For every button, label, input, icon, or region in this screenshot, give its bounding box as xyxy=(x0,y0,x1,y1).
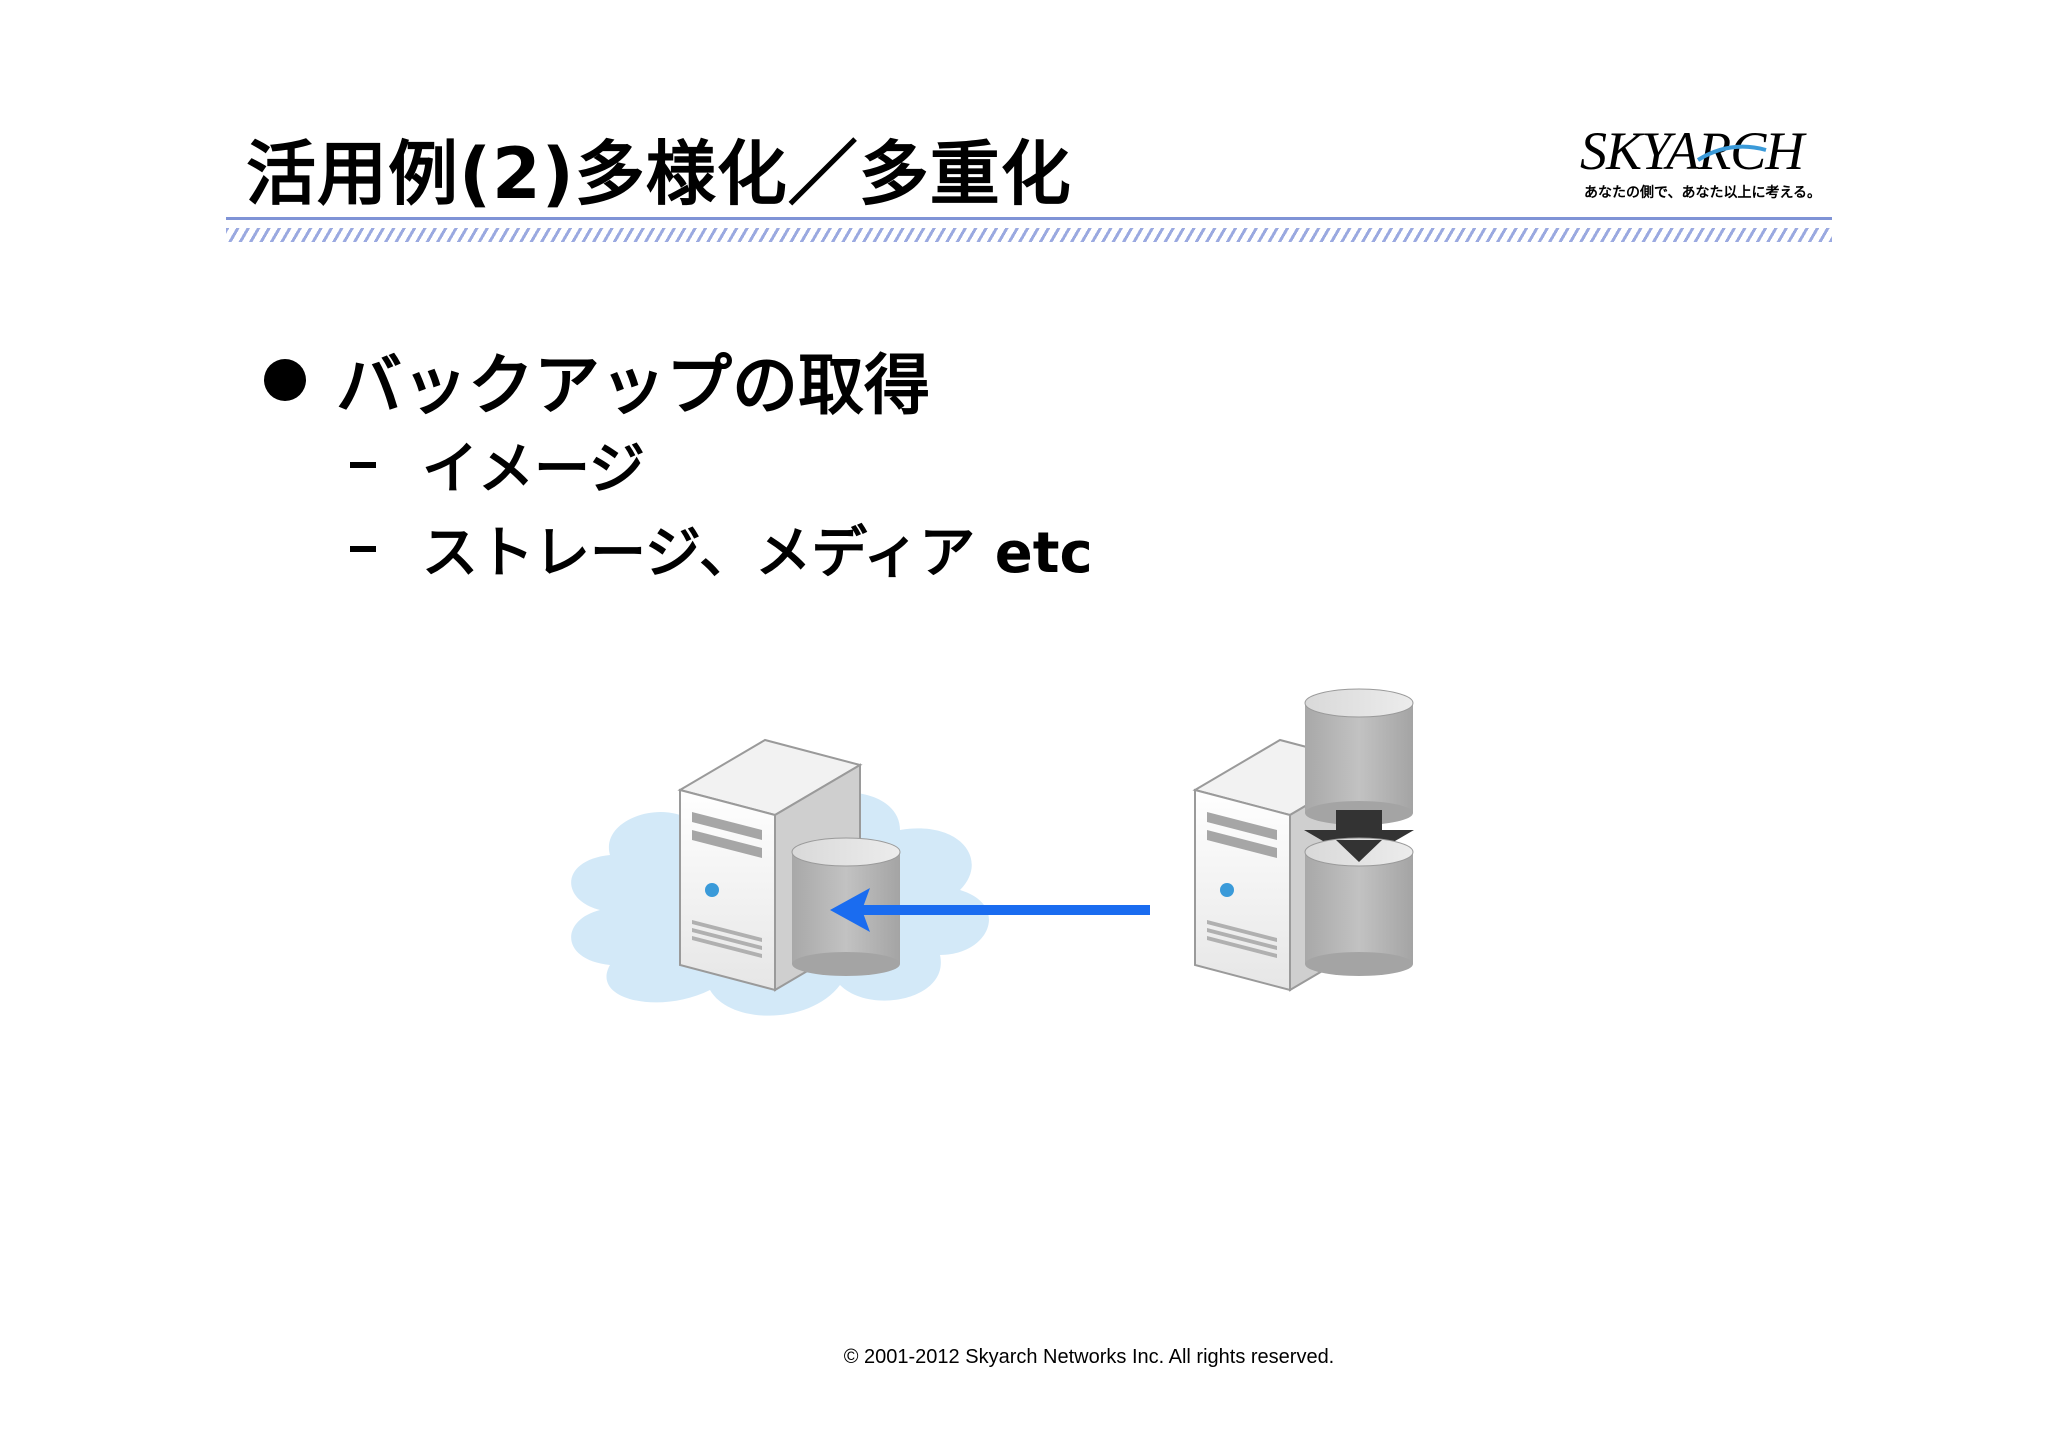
sub-item-text: ストレージ、メディア etc xyxy=(422,521,1093,586)
server-icon xyxy=(677,738,863,992)
dash-icon xyxy=(350,461,376,468)
bullet-text: バックアップの取得 xyxy=(336,347,930,424)
slide-title: 活用例(2)多様化／多重化 xyxy=(246,133,1072,215)
sub-item: イメージ xyxy=(350,424,645,505)
logo-wordmark: SKYARCH xyxy=(1580,121,1804,181)
database-icon xyxy=(1304,837,1414,976)
backup-diagram xyxy=(571,688,1414,1016)
dash-icon xyxy=(350,545,376,552)
arrow-left-icon xyxy=(830,888,1150,932)
database-icon xyxy=(1304,688,1414,825)
bullet-item: バックアップの取得 xyxy=(264,332,930,428)
sub-item-text: イメージ xyxy=(422,437,645,502)
copyright-footer: © 2001-2012 Skyarch Networks Inc. All ri… xyxy=(843,1346,1335,1368)
sub-item: ストレージ、メディア etc xyxy=(350,508,1093,589)
bullet-dot-icon xyxy=(264,359,306,401)
title-rule xyxy=(226,217,1832,220)
logo-tagline: あなたの側で、あなた以上に考える。 xyxy=(1584,185,1822,201)
hatched-divider xyxy=(226,228,1832,242)
skyarch-logo: SKYARCH あなたの側で、あなた以上に考える。 xyxy=(1580,120,1850,201)
logo-swoosh-icon xyxy=(1696,144,1767,162)
